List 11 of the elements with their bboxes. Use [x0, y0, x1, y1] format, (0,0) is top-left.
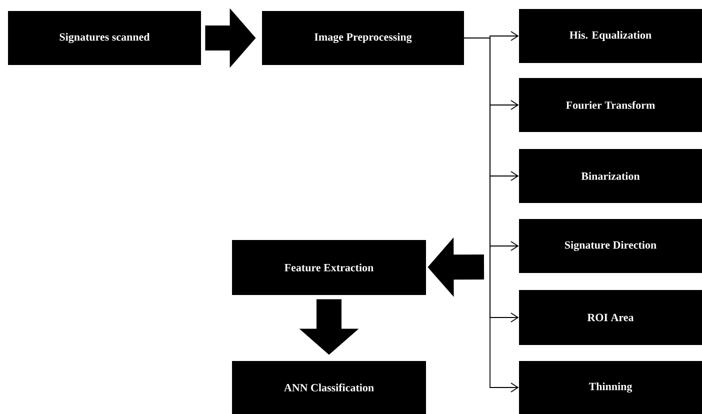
process-box: Signatures scanned: [8, 11, 201, 65]
process-box: Thinning: [519, 361, 702, 414]
process-box: Feature Extraction: [232, 240, 426, 295]
process-box: ROI Area: [519, 290, 702, 345]
arrow: [464, 38, 519, 392]
process-box: Binarization: [519, 149, 702, 203]
process-box: ANN Classification: [232, 361, 426, 414]
process-box: Fourier Transform: [519, 78, 702, 132]
process-box: Signature Direction: [519, 219, 702, 273]
process-box: His. Equalization: [519, 9, 702, 63]
process-box: Image Preprocessing: [262, 11, 464, 65]
